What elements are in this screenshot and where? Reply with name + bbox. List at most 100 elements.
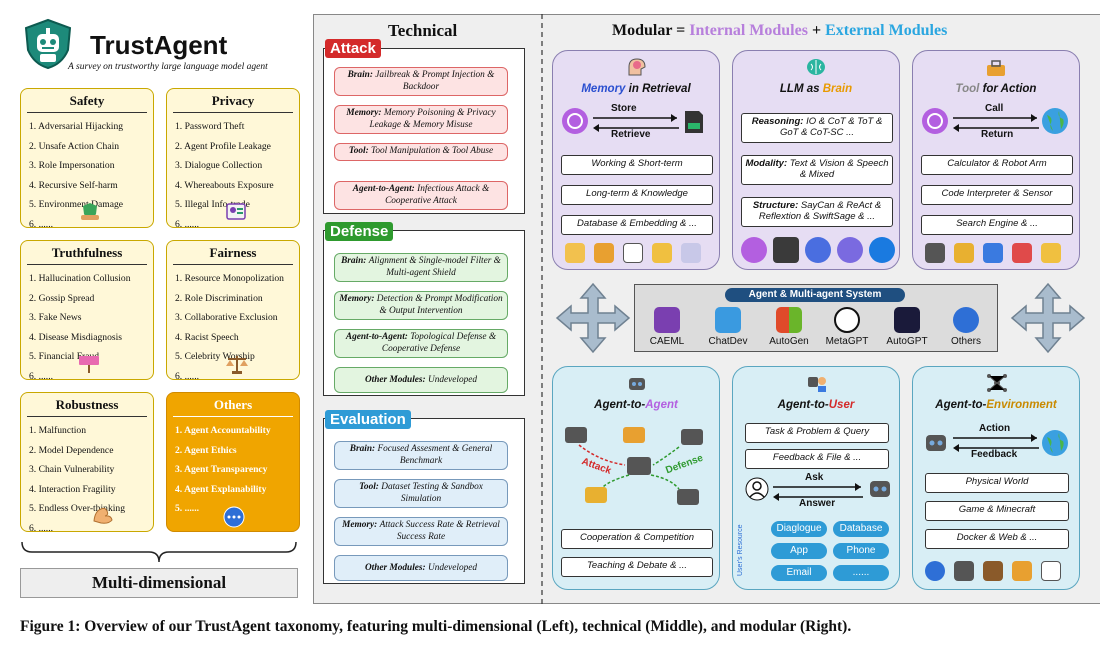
- others-icon: [953, 307, 979, 333]
- list-item: 5. Environment Damage: [29, 199, 124, 211]
- chatdev-icon: [715, 307, 741, 333]
- reasoning-box: Reasoning: IO & CoT & ToT & GoT & CoT-SC…: [741, 113, 893, 143]
- list-item: 4. Disease Misdiagnosis: [29, 331, 123, 343]
- llm-heading: LLM as Brain: [779, 83, 853, 95]
- list-item: 2. Model Dependence: [29, 444, 114, 456]
- a2e-box-3: Docker & Web & ...: [925, 529, 1069, 549]
- list-item: 2. Agent Profile Leakage: [175, 140, 271, 152]
- openai-icon: [922, 108, 948, 134]
- memory-box-3: Database & Embedding & ...: [561, 215, 713, 235]
- anthropic-logo-icon: [773, 237, 799, 263]
- embedding-icon: [681, 243, 701, 263]
- robot-icon: [870, 481, 890, 497]
- a2e-heading: Agent-to-Environment: [935, 399, 1057, 411]
- list-item: 6. ......: [175, 218, 199, 230]
- eval-other-box: Other Modules: Undeveloped: [334, 555, 508, 581]
- attack-agent-box: Agent-to-Agent: Infectious Attack & Coop…: [334, 181, 508, 210]
- list-item: 4. Whereabouts Exposure: [175, 179, 274, 191]
- list-item: 3. Collaborative Exclusion: [175, 312, 278, 324]
- memory-module: Memory in Retrieval Store Retrieve Worki…: [552, 50, 720, 270]
- list-item: 6. ......: [29, 522, 53, 534]
- list-item: 5. Financial Fraud: [29, 351, 100, 363]
- list-item: 3. Chain Vulnerability: [29, 464, 115, 476]
- resource-more: ......: [833, 565, 889, 581]
- ams-caeml: CAEML: [649, 336, 685, 347]
- defense-other-box: Other Modules: Undeveloped: [334, 367, 508, 393]
- tool-heading: Tool for Action: [955, 83, 1037, 95]
- code-icon: [983, 243, 1003, 263]
- figure-caption: Figure 1: Overview of our TrustAgent tax…: [20, 618, 852, 635]
- scale-icon: [226, 356, 248, 374]
- agent-to-user-module: Agent-to-User Task & Problem & Query Fee…: [732, 366, 900, 590]
- openai-logo-icon: [741, 237, 767, 263]
- thermometer-icon: [1012, 243, 1032, 263]
- tool-box-1: Calculator & Robot Arm: [921, 155, 1073, 175]
- list-item: 6. ......: [175, 370, 199, 382]
- docker-icon: [1012, 561, 1032, 581]
- action-feedback-arrows: [953, 434, 1039, 452]
- truth-sign-icon: [79, 356, 99, 373]
- memory-box-2: Long-term & Knowledge: [561, 185, 713, 205]
- structure-box: Structure: SayCan & ReAct & Reflextion &…: [741, 197, 893, 227]
- agent-network-diagram: [565, 427, 703, 505]
- defense-memory-box: Memory: Detection & Prompt Modification …: [334, 291, 508, 320]
- a2a-box-1: Cooperation & Competition: [561, 529, 713, 549]
- user-icon: [745, 477, 769, 501]
- list-item: 5. Endless Over-thinking: [29, 503, 125, 515]
- defense-agent-box: Agent-to-Agent: Topological Defense & Co…: [334, 329, 508, 358]
- globe-icon: [1042, 108, 1068, 134]
- list-item: 4. Recursive Self-harm: [29, 179, 118, 191]
- caeml-icon: [654, 307, 680, 333]
- left-cross-arrow: [555, 282, 631, 354]
- agent-to-agent-module: Agent-to-Agent Attack Defense Cooperatio…: [552, 366, 720, 590]
- list-item: 3. Fake News: [29, 312, 82, 324]
- multi-agent-system-box: Agent & Multi-agent System CAEML ChatDev…: [634, 284, 998, 352]
- robot-arm-icon: [954, 243, 974, 263]
- tool-box-3: Search Engine & ...: [921, 215, 1073, 235]
- a2e-box-2: Game & Minecraft: [925, 501, 1069, 521]
- robot-icon: [926, 435, 946, 451]
- attack-tag: Attack: [325, 39, 381, 58]
- dimension-title: Truthfulness: [51, 245, 123, 260]
- evaluation-section: Brain: Focused Assesment & General Bench…: [323, 418, 525, 584]
- memory-heading: Memory in Retrieval: [581, 83, 691, 95]
- modular-title: Modular = Internal Modules + External Mo…: [612, 22, 948, 39]
- id-card-icon: [226, 203, 246, 220]
- defense-tag: Defense: [325, 222, 394, 241]
- attack-brain-box: Brain: Jailbreak & Prompt Injection & Ba…: [334, 67, 508, 96]
- list-item: 3. Agent Transparency: [175, 464, 268, 476]
- list-item: 4. Agent Explanability: [175, 483, 267, 495]
- sun-icon: [925, 561, 945, 581]
- openai-icon: [562, 108, 588, 134]
- agent-to-environment-module: Agent-to-Environment Action Feedback Phy…: [912, 366, 1080, 590]
- resource-dialogue: Diaglogue: [771, 521, 827, 537]
- eval-memory-box: Memory: Attack Success Rate & Retrieval …: [334, 517, 508, 546]
- attack-section: Brain: Jailbreak & Prompt Injection & Ba…: [323, 48, 525, 214]
- list-item: 1. Resource Monopolization: [175, 273, 284, 284]
- brain-head-icon: [628, 58, 646, 76]
- dimension-truthfulness: Truthfulness 1. Hallucination Collusion …: [20, 240, 154, 382]
- brain-gear-icon: [565, 243, 585, 263]
- modality-box: Modality: Text & Vision & Speech & Mixed: [741, 155, 893, 185]
- toolbox-icon: [987, 60, 1005, 76]
- llm-module: LLM as Brain Reasoning: IO & CoT & ToT &…: [732, 50, 900, 270]
- notebook-icon: [623, 243, 643, 263]
- minecraft-icon: [983, 561, 1003, 581]
- dimension-title: Privacy: [211, 93, 255, 108]
- store-retrieve-arrows: [593, 114, 679, 132]
- hands-shield-icon: [81, 203, 99, 220]
- a2u-heading: Agent-to-User: [777, 399, 855, 411]
- list-item: 2. Unsafe Action Chain: [29, 140, 120, 152]
- muscle-arm-icon: [93, 507, 113, 524]
- game-icon: [954, 561, 974, 581]
- calculator-icon: [925, 243, 945, 263]
- ams-autogen: AutoGen: [769, 336, 809, 347]
- brain-icon: [807, 59, 825, 75]
- ams-autogpt: AutoGPT: [886, 336, 928, 347]
- list-item: 1. Agent Accountability: [175, 425, 271, 436]
- tool-module: Tool for Action Call Return Calculator &…: [912, 50, 1080, 270]
- brace-bracket: [21, 541, 297, 563]
- ams-chatdev: ChatDev: [708, 336, 748, 347]
- technical-title: Technical: [388, 21, 458, 40]
- chip-icon: [594, 243, 614, 263]
